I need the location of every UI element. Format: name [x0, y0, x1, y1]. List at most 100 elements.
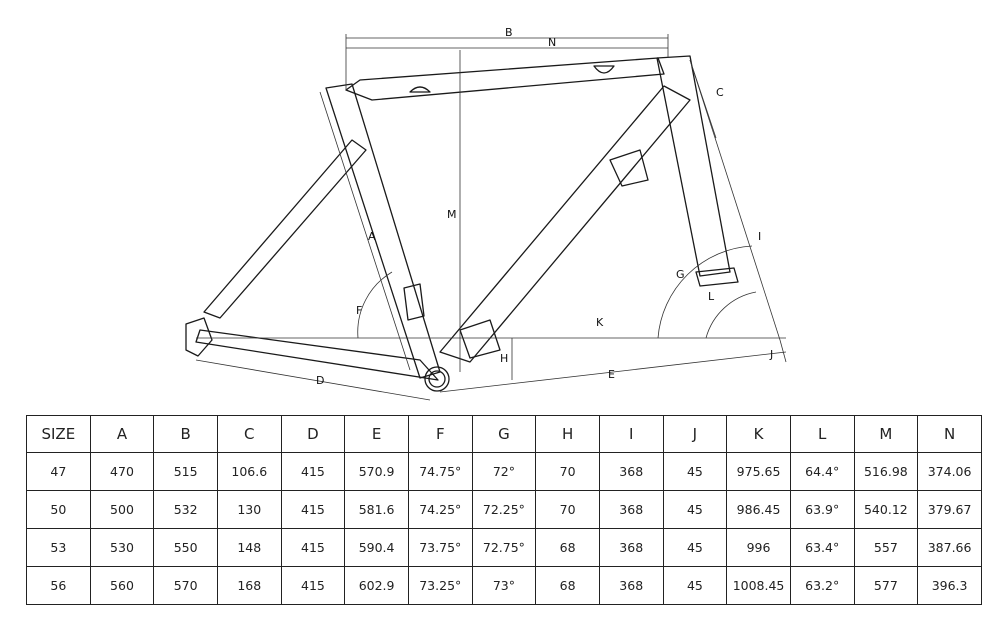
bottom-bracket [424, 366, 450, 392]
table-cell: 68 [535, 566, 600, 605]
table-cell: 500 [89, 490, 155, 529]
down-tube [439, 85, 691, 363]
dim-label-l: L [708, 290, 715, 303]
dim-label-h: H [500, 352, 508, 365]
table-cell: 73.25° [407, 566, 473, 605]
table-row: 50 500 532 130 415 581.6 74.25° 72.25° 7… [26, 490, 982, 529]
frame-geometry-drawing: B N C M A I G L F K H J E D [185, 26, 787, 401]
table-cell: 74.75° [407, 452, 473, 491]
dim-label-i: I [758, 230, 761, 243]
table-cell: 74.25° [407, 490, 473, 529]
table-cell: 550 [153, 528, 218, 567]
dim-label-m: M [447, 208, 457, 221]
table-cell: 130 [216, 490, 282, 529]
fork-crown [695, 267, 739, 287]
table-cell: 168 [216, 566, 282, 605]
table-row: 47 470 515 106.6 415 570.9 74.75° 72° 70… [26, 452, 982, 491]
table-cell: 396.3 [917, 566, 982, 605]
header-cell: N [917, 415, 982, 453]
table-cell: 975.65 [726, 452, 791, 491]
table-cell: 72.25° [471, 490, 537, 529]
table-cell: 45 [662, 490, 728, 529]
table-cell: 986.45 [726, 490, 791, 529]
header-cell: H [535, 415, 600, 453]
table-cell: 1008.45 [726, 566, 791, 605]
dim-label-n: N [548, 36, 556, 49]
table-cell: 368 [598, 452, 664, 491]
table-cell: 64.4° [789, 452, 855, 491]
table-cell: 516.98 [853, 452, 919, 491]
table-cell: 577 [853, 566, 919, 605]
header-cell: M [853, 415, 919, 453]
dim-label-g: G [676, 268, 685, 281]
table-cell: 540.12 [853, 490, 919, 529]
seat-stay [203, 139, 367, 319]
table-cell: 63.2° [789, 566, 855, 605]
table-row: 56 560 570 168 415 602.9 73.25° 73° 68 3… [26, 566, 982, 605]
table-cell: 368 [598, 528, 664, 567]
table-cell: 50 [26, 490, 91, 529]
table-cell: 72° [471, 452, 537, 491]
dim-label-a: A [368, 230, 376, 243]
table-cell: 387.66 [917, 528, 982, 567]
header-cell: L [789, 415, 855, 453]
table-header-row: SIZE A B C D E F G H I J K L M N [26, 415, 982, 453]
dim-label-d: D [316, 374, 324, 387]
table-cell: 996 [726, 528, 791, 567]
header-cell: K [726, 415, 791, 453]
head-tube [656, 55, 731, 277]
header-cell: A [89, 415, 155, 453]
table-cell: 570 [153, 566, 218, 605]
rear-dropout [185, 317, 213, 357]
table-cell: 47 [26, 452, 91, 491]
dim-label-c: C [716, 86, 724, 99]
table-cell: 374.06 [917, 452, 982, 491]
table-cell: 45 [662, 566, 728, 605]
header-cell: F [407, 415, 473, 453]
seat-tube [325, 83, 441, 379]
table-cell: 602.9 [344, 566, 409, 605]
header-cell: B [153, 415, 218, 453]
table-cell: 106.6 [216, 452, 282, 491]
header-cell: I [598, 415, 664, 453]
table-cell: 56 [26, 566, 91, 605]
table-cell: 148 [216, 528, 282, 567]
table-cell: 560 [89, 566, 155, 605]
table-cell: 515 [153, 452, 218, 491]
table-cell: 415 [280, 528, 346, 567]
header-cell: J [662, 415, 728, 453]
table-cell: 368 [598, 566, 664, 605]
table-row: 53 530 550 148 415 590.4 73.75° 72.75° 6… [26, 528, 982, 567]
header-cell: G [471, 415, 537, 453]
table-cell: 63.9° [789, 490, 855, 529]
table-cell: 530 [89, 528, 155, 567]
table-cell: 379.67 [917, 490, 982, 529]
header-cell: D [280, 415, 346, 453]
table-cell: 570.9 [344, 452, 409, 491]
table-cell: 415 [280, 452, 346, 491]
dim-label-j: J [769, 348, 773, 361]
header-cell: C [216, 415, 282, 453]
table-cell: 415 [280, 490, 346, 529]
table-cell: 470 [89, 452, 155, 491]
table-cell: 70 [535, 452, 600, 491]
dim-label-b: B [505, 26, 513, 39]
top-tube [345, 57, 665, 101]
header-cell: SIZE [26, 415, 91, 453]
table-cell: 68 [535, 528, 600, 567]
table-cell: 63.4° [789, 528, 855, 567]
table-cell: 590.4 [344, 528, 409, 567]
header-cell: E [344, 415, 409, 453]
table-cell: 581.6 [344, 490, 409, 529]
table-cell: 72.75° [471, 528, 537, 567]
table-cell: 73° [471, 566, 537, 605]
table-cell: 53 [26, 528, 91, 567]
table-cell: 415 [280, 566, 346, 605]
table-cell: 45 [662, 452, 728, 491]
dim-label-e: E [608, 368, 615, 381]
geometry-table: SIZE A B C D E F G H I J K L M N 47 470 … [26, 415, 982, 605]
dim-label-f: F [356, 304, 362, 317]
table-cell: 557 [853, 528, 919, 567]
dim-label-k: K [596, 316, 604, 329]
table-cell: 73.75° [407, 528, 473, 567]
